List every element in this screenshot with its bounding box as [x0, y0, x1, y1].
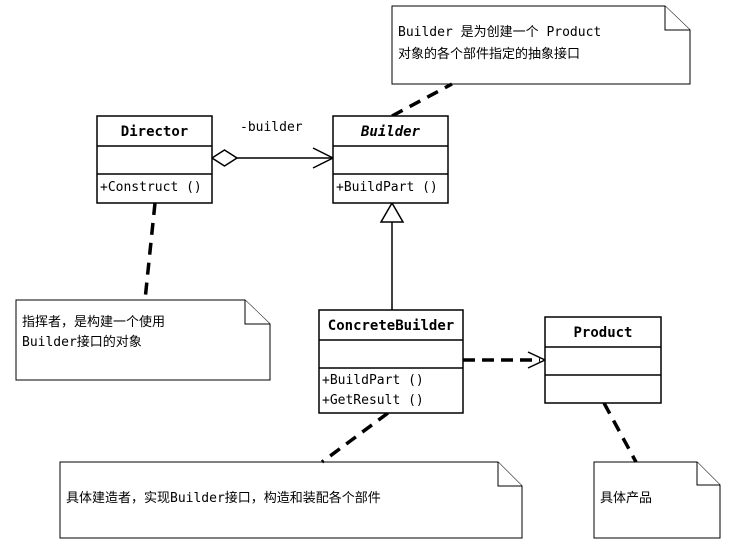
director-class-name: Director — [121, 124, 188, 140]
builder-class-name: Builder — [360, 124, 421, 140]
builder-note: Builder 是为创建一个 Product 对象的各个部件指定的抽象接口 — [391, 5, 691, 85]
class-builder: Builder +BuildPart () — [332, 115, 449, 204]
concrete-builder-class-name: ConcreteBuilder — [328, 318, 454, 334]
concrete-builder-operation-buildpart: +BuildPart () — [322, 373, 424, 388]
builder-note-line-2: 对象的各个部件指定的抽象接口 — [398, 46, 580, 62]
class-product: Product — [544, 316, 662, 404]
generalization-concrete-builder-builder — [379, 201, 405, 310]
concrete-builder-note: 具体建造者，实现Builder接口，构造和装配各个部件 — [59, 461, 523, 539]
product-note: 具体产品 — [593, 461, 721, 539]
concrete-builder-note-line-1: 具体建造者，实现Builder接口，构造和装配各个部件 — [66, 490, 381, 506]
builder-operation-buildpart: +BuildPart () — [336, 180, 438, 195]
builder-note-line-1: Builder 是为创建一个 Product — [398, 25, 601, 40]
role-label-builder: -builder — [240, 120, 303, 135]
director-note: 指挥者，是构建一个使用 Builder接口的对象 — [15, 299, 271, 381]
product-class-name: Product — [573, 325, 632, 341]
dependency-concrete-builder-product — [463, 351, 547, 369]
aggregation-director-builder: -builder — [210, 120, 335, 169]
director-operation-construct: +Construct () — [100, 180, 202, 195]
product-note-line-1: 具体产品 — [600, 491, 652, 506]
aggregation-diamond-icon — [210, 149, 239, 167]
director-note-line-2: Builder接口的对象 — [22, 334, 142, 350]
director-note-connector — [143, 202, 157, 301]
concrete-builder-operation-getresult: +GetResult () — [322, 393, 424, 408]
class-concrete-builder: ConcreteBuilder +BuildPart () +GetResult… — [318, 309, 464, 414]
class-director: Director +Construct () — [96, 115, 213, 204]
inheritance-triangle-icon — [379, 201, 405, 223]
product-note-connector — [602, 402, 638, 463]
director-note-line-1: 指挥者，是构建一个使用 — [22, 314, 165, 330]
builder-note-connector — [391, 82, 453, 118]
concrete-builder-note-connector — [320, 411, 390, 464]
